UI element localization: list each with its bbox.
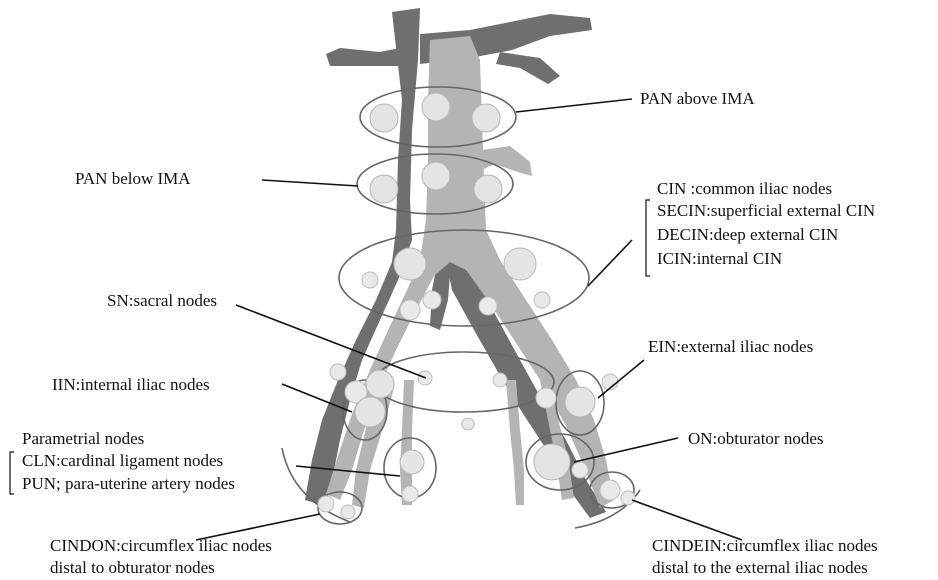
renal-vein-right-branch: [496, 52, 560, 84]
lymph-node: [370, 175, 398, 203]
lymph-node: [355, 397, 385, 427]
label-cindein-line2: distal to the external iliac nodes: [652, 558, 868, 577]
label-cindein-line1: CINDEIN:circumflex iliac nodes: [652, 536, 878, 555]
lymph-node: [472, 104, 500, 132]
lymph-node: [536, 388, 556, 408]
lymph-node: [362, 272, 378, 288]
label-iin: IIN:internal iliac nodes: [52, 375, 210, 394]
label-secin: SECIN:superficial external CIN: [657, 201, 875, 220]
lymph-node: [423, 291, 441, 309]
lymph-node: [422, 93, 450, 121]
renal-vein-left: [326, 48, 400, 66]
label-ein: EIN:external iliac nodes: [648, 337, 813, 356]
label-cindon-line1: CINDON:circumflex iliac nodes: [50, 536, 272, 555]
lymph-node: [572, 462, 588, 478]
lymph-node: [422, 162, 450, 190]
lymph-node: [462, 418, 474, 430]
vessels: [305, 8, 614, 518]
lymph-node: [493, 373, 507, 387]
lymph-node: [534, 292, 550, 308]
label-sn: SN:sacral nodes: [107, 291, 217, 310]
leader-cindein: [632, 500, 742, 540]
label-pan-below-ima: PAN below IMA: [75, 169, 191, 188]
lymph-node: [394, 248, 426, 280]
leader-pan-below-ima: [262, 180, 358, 186]
label-pan-above-ima: PAN above IMA: [640, 89, 755, 108]
lymph-node: [318, 496, 334, 512]
label-decin: DECIN:deep external CIN: [657, 225, 838, 244]
lymph-node: [534, 444, 570, 480]
lymph-node: [479, 297, 497, 315]
leader-cin: [588, 240, 632, 286]
lymph-node: [366, 370, 394, 398]
lymph-node: [504, 248, 536, 280]
lymph-node: [621, 491, 635, 505]
lymph-node: [474, 175, 502, 203]
label-cln: CLN:cardinal ligament nodes: [22, 451, 223, 470]
label-pun: PUN; para-uterine artery nodes: [22, 474, 235, 493]
lymph-node: [600, 480, 620, 500]
label-cindon-line2: distal to obturator nodes: [50, 558, 215, 577]
lymph-node: [565, 387, 595, 417]
lymph-node: [402, 486, 418, 502]
lymph-node: [370, 104, 398, 132]
lymph-node: [330, 364, 346, 380]
label-icin: ICIN:internal CIN: [657, 249, 782, 268]
leader-pan-above-ima: [516, 99, 632, 112]
label-parametrial: Parametrial nodes: [22, 429, 144, 448]
label-on: ON:obturator nodes: [688, 429, 824, 448]
label-cin: CIN :common iliac nodes: [657, 179, 832, 198]
lymph-node: [341, 505, 355, 519]
bracket-parametrial: [10, 452, 14, 494]
bracket-cin-subtypes: [646, 200, 650, 276]
lymph-node: [400, 300, 420, 320]
lymph-node: [400, 450, 424, 474]
